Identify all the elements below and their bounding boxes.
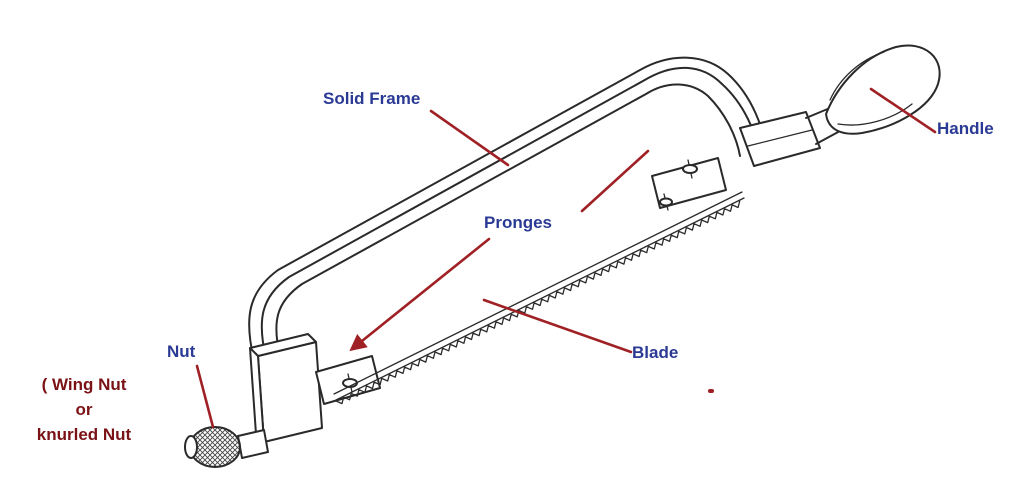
label-solid-frame: Solid Frame bbox=[323, 89, 421, 108]
leader-handle bbox=[869, 87, 937, 134]
label-wing-nut-line3: knurled Nut bbox=[36, 425, 132, 444]
label-wing-nut: ( Wing Nut or knurled Nut bbox=[22, 372, 146, 447]
leader-solid-frame bbox=[429, 109, 510, 167]
label-blade: Blade bbox=[632, 343, 679, 362]
leader-pronges-left bbox=[349, 237, 491, 352]
frame-outer-edge bbox=[248, 56, 769, 361]
blade-teeth bbox=[335, 200, 741, 405]
leader-nut bbox=[195, 364, 215, 429]
label-wing-nut-line1: ( Wing Nut bbox=[41, 375, 127, 394]
label-handle: Handle bbox=[937, 119, 994, 138]
frame-inner-edge bbox=[275, 83, 741, 357]
hacksaw-drawing bbox=[184, 44, 941, 468]
stray-red-mark bbox=[708, 389, 714, 393]
label-wing-nut-line2: or bbox=[75, 400, 93, 419]
right-prong-pin-upper bbox=[682, 164, 698, 174]
handle-contour-top bbox=[829, 51, 885, 101]
label-pronges: Pronges bbox=[484, 213, 553, 232]
right-clamp bbox=[651, 157, 727, 209]
left-post-front bbox=[257, 341, 323, 443]
blade-bottom-edge bbox=[335, 197, 745, 401]
blade-top-edge bbox=[333, 191, 743, 395]
leader-pronges-right bbox=[580, 149, 650, 213]
leader-blade bbox=[482, 298, 633, 354]
label-nut: Nut bbox=[167, 342, 196, 361]
handle-neck-bottom bbox=[815, 130, 841, 145]
nut-spacer bbox=[237, 429, 269, 459]
handle-mount bbox=[739, 111, 821, 167]
handle-mount-detail bbox=[747, 129, 813, 147]
handle-neck-top bbox=[805, 107, 831, 119]
handle-contour-bottom bbox=[837, 103, 913, 126]
knurled-nut-tip bbox=[184, 435, 198, 459]
right-prong-pin-lower bbox=[659, 197, 673, 207]
handle-shape bbox=[825, 44, 941, 135]
leader-lines bbox=[195, 87, 937, 429]
frame-mid-edge bbox=[260, 66, 761, 359]
